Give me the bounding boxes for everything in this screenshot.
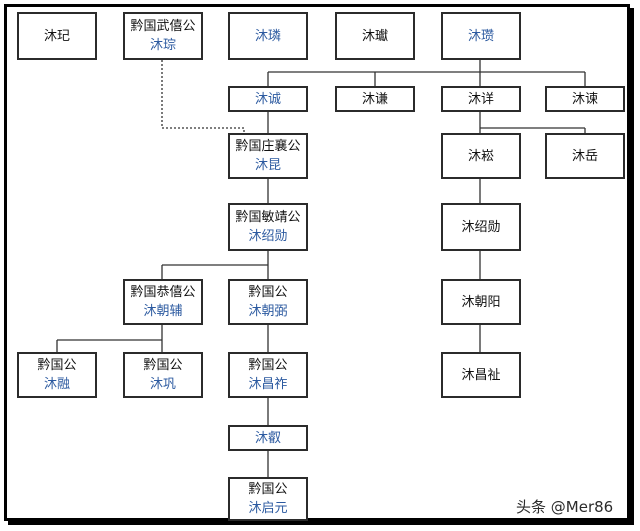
node-name: 沐昌祉 [461,367,501,383]
node-mu-changzhi: 沐昌祉 [441,352,521,398]
node-name: 沐岳 [571,148,598,164]
node-name: 沐详 [467,91,494,107]
node-mu-yue: 沐岳 [545,133,625,179]
node-mu-chaofu: 黔国恭僖公 沐朝辅 [123,279,203,325]
node-title: 黔国公 [248,358,288,373]
node-mu-kun: 黔国庄襄公 沐昆 [228,133,308,179]
node-mu-zhan: 沐璘 [228,12,308,60]
node-title: 黔国恭僖公 [130,285,196,300]
node-title: 黔国公 [37,358,77,373]
diagram-frame [4,4,630,521]
node-title: 黔国庄襄公 [235,139,301,154]
node-title: 黔国公 [143,358,183,373]
node-mu-rong: 黔国公 沐融 [17,352,97,398]
node-mu-chaobi: 黔国公 沐朝弼 [228,279,308,325]
node-mu-cong: 黔国武僖公 沐琮 [123,12,203,60]
watermark: 头条 @Mer86 [516,498,614,516]
frame-shadow-bottom [8,521,634,525]
node-name: 沐瓒 [467,28,494,44]
node-name: 沐融 [43,377,70,392]
node-mu-rui: 沐叡 [228,425,308,451]
node-name: 沐绍勋 [461,219,501,235]
node-mu-zan: 沐瓒 [441,12,521,60]
node-name: 沐琮 [149,38,176,53]
node-name: 沐朝阳 [461,294,501,310]
node-name: 沐诚 [254,91,281,107]
node-mu-xiang: 沐详 [441,86,521,112]
node-mu-gong: 黔国公 沐巩 [123,352,203,398]
node-title: 黔国公 [248,482,288,497]
node-title: 黔国武僖公 [130,19,196,34]
node-name: 沐玘 [43,28,70,44]
node-name: 沐谏 [571,91,598,107]
node-name: 沐启元 [248,501,288,516]
node-name: 沐绍勋 [248,229,288,244]
node-mu-shaoxun-left: 黔国敏靖公 沐绍勋 [228,203,308,251]
node-mu-su: 沐谏 [545,86,625,112]
node-mu-cheng: 沐诚 [228,86,308,112]
node-mu-qi: 沐玘 [17,12,97,60]
node-mu-changzuo: 黔国公 沐昌祚 [228,352,308,398]
node-name: 沐瓛 [361,28,388,44]
node-mu-qian: 沐谦 [335,86,415,112]
node-name: 沐昌祚 [248,377,288,392]
node-title: 黔国敏靖公 [235,210,301,225]
node-name: 沐昆 [254,158,281,173]
node-title: 黔国公 [248,285,288,300]
node-name: 沐璘 [254,28,281,44]
node-mu-hao: 沐瓛 [335,12,415,60]
node-name: 沐巩 [149,377,176,392]
node-name: 沐叡 [254,430,281,446]
node-mu-qiyuan: 黔国公 沐启元 [228,477,308,521]
node-mu-shaoxun-right: 沐绍勋 [441,203,521,251]
frame-shadow-right [630,8,634,525]
node-name: 沐崧 [467,148,494,164]
node-name: 沐朝弼 [248,304,288,319]
node-name: 沐谦 [361,91,388,107]
node-mu-song: 沐崧 [441,133,521,179]
node-name: 沐朝辅 [143,304,183,319]
node-mu-chaoyang: 沐朝阳 [441,279,521,325]
